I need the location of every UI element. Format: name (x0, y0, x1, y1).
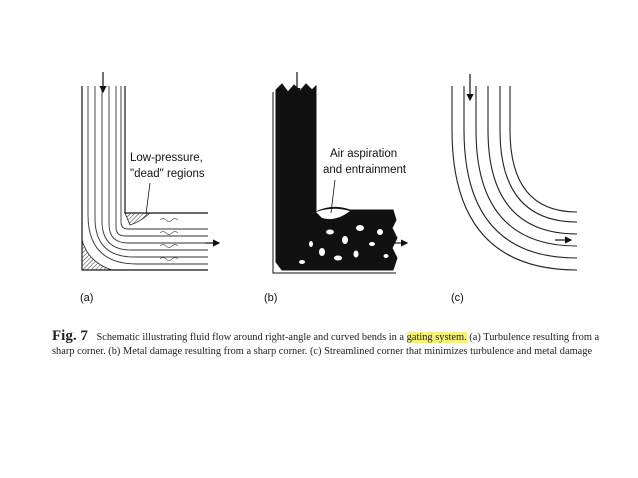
panel-label: (b) (264, 292, 277, 304)
annotation-leader (145, 182, 151, 215)
curved-streamlines (451, 86, 578, 271)
annotation-leader (330, 179, 336, 214)
streamlines (87, 86, 208, 265)
annotation-line-1: Air aspiration (330, 148, 397, 160)
eddy-marks (159, 218, 179, 261)
figure-caption: Fig. 7 Schematic illustrating fluid flow… (52, 328, 612, 358)
annotation-line-1: Low-pressure, (130, 152, 203, 164)
caption-text-before: Schematic illustrating fluid flow around… (93, 332, 407, 343)
panel-label: (a) (80, 292, 93, 304)
air-bubbles (299, 225, 389, 264)
panel-c: (c) (451, 74, 578, 304)
caption-text-after: (a) Turbulence resulting from a sharp co… (52, 332, 600, 357)
air-pocket (316, 208, 350, 220)
dead-region-outer (81, 239, 113, 271)
panel-a: Low-pressure, "dead" regions (a) (80, 72, 221, 304)
panel-b: Air aspiration and entrainment (b) (264, 72, 409, 304)
annotation-line-2: and entrainment (323, 164, 407, 176)
figure-number: Fig. 7 (52, 328, 88, 344)
panel-label: (c) (451, 292, 464, 304)
metal-flow (275, 83, 398, 271)
channel-inner-wall (124, 86, 208, 214)
caption-highlight: gating system. (406, 332, 467, 343)
dead-region-inner (124, 212, 152, 226)
channel-outline (272, 92, 396, 274)
annotation-line-2: "dead" regions (130, 168, 205, 180)
